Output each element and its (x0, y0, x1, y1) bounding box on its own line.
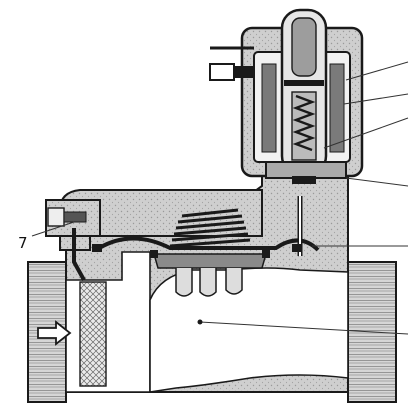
leader-r2 (343, 93, 409, 105)
chamber-marker-dot (197, 319, 203, 325)
seal-center-right (262, 250, 270, 258)
flow-direction-arrow (37, 320, 72, 346)
bleed-screw (47, 207, 65, 227)
callout-7: 7 (18, 234, 28, 252)
leader-lines (31, 61, 409, 335)
seal-center-left (150, 250, 158, 258)
diaphragm-plate (153, 253, 267, 269)
diaphragm (94, 236, 320, 252)
seal-right (292, 244, 302, 252)
pilot-seal (292, 176, 316, 184)
inlet-strainer (79, 281, 107, 387)
bleed-passage (72, 228, 86, 281)
bleed-screw-tip (63, 211, 87, 223)
diaphragm-spring (169, 208, 251, 248)
armature-core (291, 17, 317, 77)
leader-r1 (345, 61, 409, 81)
terminal-lug (209, 63, 235, 81)
leader-r4 (345, 177, 409, 187)
shading-ring (284, 80, 324, 86)
callout-labels: 7 (18, 234, 28, 252)
leader-7 (31, 221, 75, 237)
valve-cover (45, 189, 320, 297)
leader-r6 (199, 321, 409, 335)
coil-winding-right (329, 63, 345, 153)
plunger-spring (292, 94, 316, 152)
leader-r3 (323, 117, 409, 149)
coil-base-nut (265, 161, 347, 179)
seal-left (92, 244, 102, 252)
coil-winding-left (261, 63, 277, 153)
terminal-connector (234, 66, 254, 78)
solenoid-assembly (209, 8, 364, 184)
valve-seat (175, 268, 243, 297)
